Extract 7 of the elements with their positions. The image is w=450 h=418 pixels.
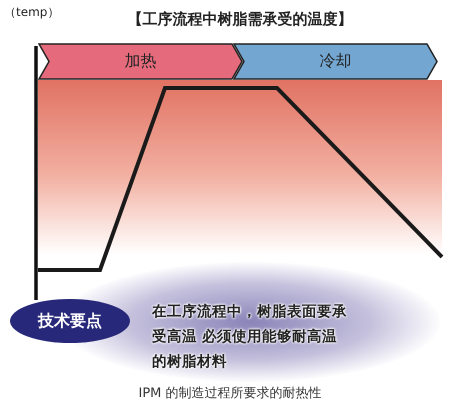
axis-label: （temp）: [4, 4, 60, 21]
process-stage-arrow: 加热: [38, 43, 243, 80]
key-point-ellipse: 技术要点: [10, 299, 130, 343]
title: 【工序流程中树脂需承受的温度】: [126, 10, 354, 29]
caption: IPM 的制造过程所要求的耐热性: [137, 385, 323, 402]
process-stage-arrow: 冷却: [233, 43, 438, 80]
note-text: 在工序流程中，树脂表面要承受高温 必须使用能够耐高温的树脂材料: [152, 302, 347, 372]
